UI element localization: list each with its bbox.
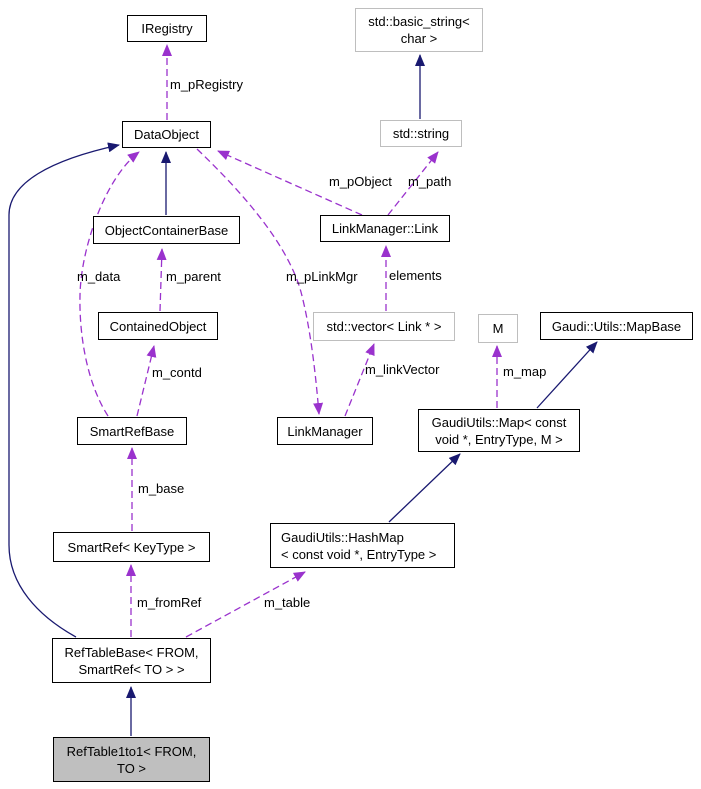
class-node-label: < const void *, EntryType >	[281, 546, 437, 562]
edge-label-m_data: m_data	[77, 269, 121, 284]
edge-usage-m-contd	[136, 345, 157, 417]
edge-inherit-map-mapbase	[536, 341, 598, 409]
class-node-label: RefTableBase< FROM,	[64, 644, 199, 660]
class-node-label: SmartRef< TO > >	[78, 661, 185, 677]
class-node-basic-string: std::basic_string<char >	[355, 8, 483, 52]
class-node-reftable1to1: RefTable1to1< FROM,TO >	[53, 737, 210, 782]
edge-label-m_map: m_map	[503, 364, 547, 379]
class-node-label: char >	[400, 31, 438, 46]
edge-label-m_parent: m_parent	[166, 269, 221, 284]
class-node-iregistry[interactable]: IRegistry	[127, 15, 207, 42]
edge-inherit-reftablebase-dataobject	[8, 142, 120, 638]
class-node-smartrefbase[interactable]: SmartRefBase	[77, 417, 187, 445]
edge-label-m_pObject: m_pObject	[329, 174, 392, 189]
class-node-label: LinkManager::Link	[331, 221, 439, 236]
class-node-dataobject[interactable]: DataObject	[122, 121, 211, 148]
class-node-label: GaudiUtils::HashMap	[281, 529, 404, 545]
class-node-label: GaudiUtils::Map< const	[431, 414, 567, 430]
edge-label-m_table: m_table	[264, 595, 311, 610]
class-node-linkmanager[interactable]: LinkManager	[277, 417, 373, 445]
class-node-mapbase[interactable]: Gaudi::Utils::MapBase	[540, 312, 693, 340]
edge-label-elements: elements	[389, 268, 442, 283]
edge-usage-m-parent	[156, 248, 167, 312]
class-node-label: TO >	[116, 760, 147, 776]
class-node-label: RefTable1to1< FROM,	[66, 743, 197, 759]
edge-usage-m-plinkmgr	[196, 148, 324, 415]
edge-label-m_path: m_path	[408, 174, 452, 189]
edge-label-m_pLinkMgr: m_pLinkMgr	[286, 269, 358, 284]
class-node-std-vector-link: std::vector< Link * >	[313, 312, 455, 341]
class-node-label: SmartRef< KeyType >	[67, 539, 196, 555]
edge-usage-m-pobject	[217, 150, 363, 216]
class-node-label: ObjectContainerBase	[104, 222, 229, 238]
edge-usage-m-path	[387, 151, 439, 216]
edge-label-m_contd: m_contd	[152, 365, 202, 380]
edge-usage-m-data	[79, 151, 140, 417]
class-node-label: std::string	[392, 126, 450, 141]
class-node-label: DataObject	[133, 127, 200, 142]
class-node-hashmap[interactable]: GaudiUtils::HashMap< const void *, Entry…	[270, 523, 455, 568]
class-node-containedobject[interactable]: ContainedObject	[98, 312, 218, 340]
class-node-smartref[interactable]: SmartRef< KeyType >	[53, 532, 210, 562]
class-node-label: std::basic_string<	[368, 14, 470, 29]
edge-label-m_pRegistry: m_pRegistry	[170, 77, 243, 92]
class-node-m: M	[478, 314, 518, 343]
edge-usage-m-linkvector	[344, 343, 375, 417]
class-node-label: Gaudi::Utils::MapBase	[551, 318, 682, 334]
class-node-reftablebase[interactable]: RefTableBase< FROM,SmartRef< TO > >	[52, 638, 211, 683]
class-node-label: LinkManager	[287, 423, 363, 439]
class-node-linkmanager-link[interactable]: LinkManager::Link	[320, 215, 450, 242]
class-node-label: IRegistry	[141, 21, 193, 36]
class-node-label: SmartRefBase	[89, 423, 175, 439]
edge-label-m_fromRef: m_fromRef	[137, 595, 202, 610]
edge-inherit-hashmap-map	[388, 453, 461, 523]
edge-label-m_linkVector: m_linkVector	[365, 362, 440, 377]
edge-label-m_base: m_base	[138, 481, 185, 496]
class-node-label: ContainedObject	[109, 318, 207, 334]
edge-usage-m-table	[185, 571, 306, 638]
class-node-objectcontainerbase[interactable]: ObjectContainerBase	[93, 216, 240, 244]
class-node-label: M	[492, 321, 504, 336]
class-node-std-string: std::string	[380, 120, 462, 147]
class-node-label: void *, EntryType, M >	[435, 431, 563, 447]
class-node-label: std::vector< Link * >	[326, 319, 442, 334]
